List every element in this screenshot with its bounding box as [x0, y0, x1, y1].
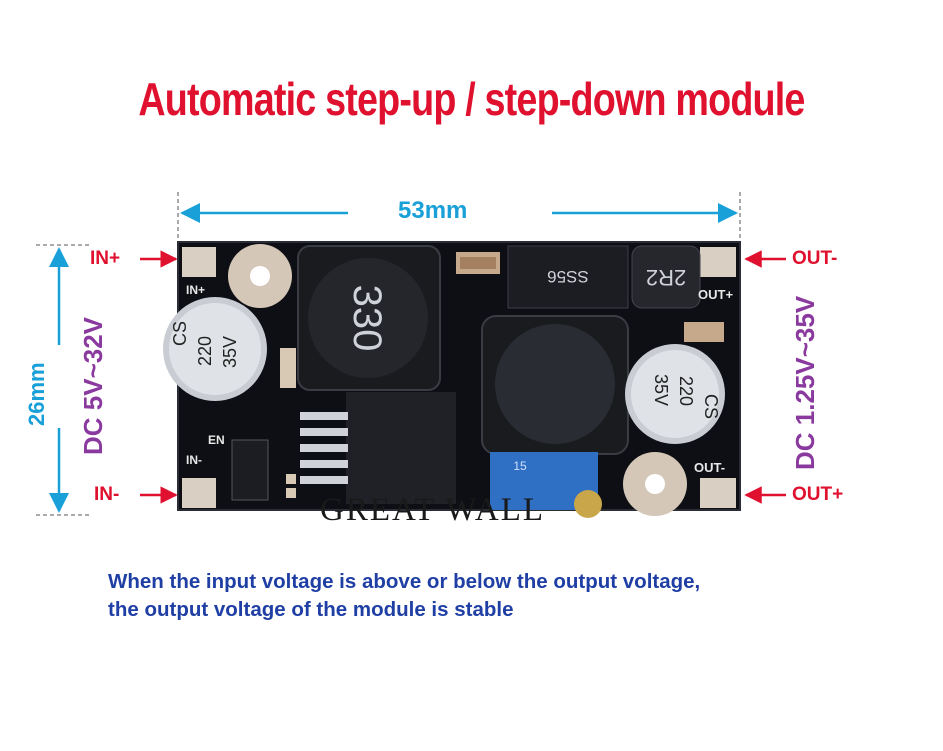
out-plus-label: OUT+ [792, 484, 844, 505]
silk-in-plus: IN+ [186, 283, 205, 297]
pcb-board [163, 241, 741, 518]
silk-en: EN [208, 433, 225, 447]
caption: When the input voltage is above or below… [108, 568, 700, 624]
in-plus-label: IN+ [90, 248, 121, 269]
silk-in-minus: IN- [186, 453, 202, 467]
caption-line-2: the output voltage of the module is stab… [108, 598, 514, 621]
cap-left-line3: 35V [220, 336, 240, 368]
silk-out-plus: OUT+ [698, 287, 733, 302]
inductor-left-marking: 330 [345, 285, 389, 352]
cap-right-line2: 220 [676, 376, 696, 406]
caption-line-1: When the input voltage is above or below… [108, 570, 701, 593]
diode-marking: SS56 [547, 267, 589, 286]
height-dimension-label: 26mm [24, 362, 49, 426]
pot-marking: 15 [513, 459, 527, 473]
input-voltage-range: DC 5V~32V [78, 316, 108, 455]
in-minus-label: IN- [94, 484, 120, 505]
cap-left-line2: 220 [195, 336, 215, 366]
watermark: GREAT WALL [320, 492, 546, 528]
width-dimension-label: 53mm [398, 197, 468, 224]
out-minus-label: OUT- [792, 248, 838, 269]
cap-left-line1: CS [170, 321, 190, 346]
silk-out-minus: OUT- [694, 460, 725, 475]
cap-right-line3: 35V [651, 374, 671, 406]
output-voltage-range: DC 1.25V~35V [790, 295, 820, 470]
cap-right-line1: CS [701, 394, 721, 419]
page-title: Automatic step-up / step-down module [138, 73, 805, 125]
inductor-small-marking: 2R2 [646, 265, 686, 290]
